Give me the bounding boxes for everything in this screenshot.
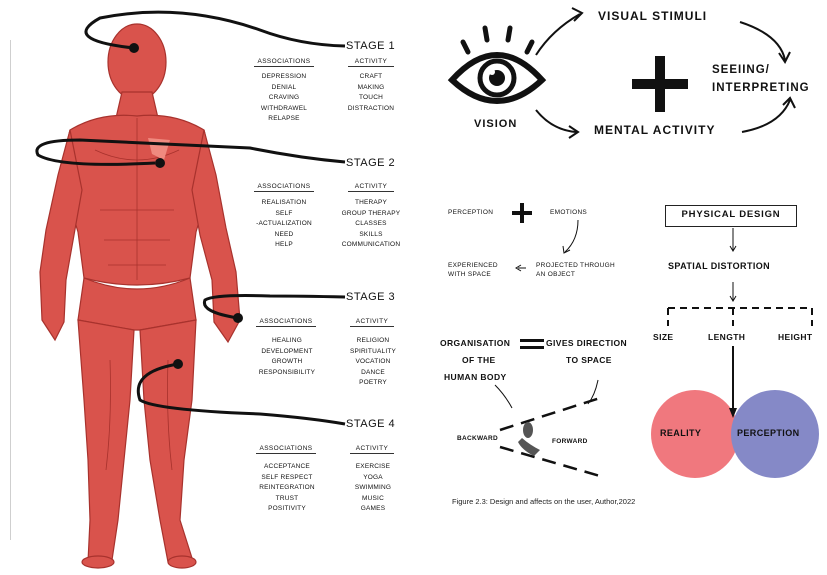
stage-1-assoc-head: ASSOCIATIONS bbox=[254, 58, 314, 67]
perception-label: PERCEPTION bbox=[737, 428, 800, 438]
backward-label: BACKWARD bbox=[457, 435, 498, 442]
list-item: DEPRESSION bbox=[250, 72, 318, 83]
equals-icon bbox=[520, 339, 544, 349]
plus-icon-small bbox=[512, 203, 532, 223]
stage-3-title: STAGE 3 bbox=[346, 291, 395, 303]
list-item: DANCE bbox=[342, 368, 404, 379]
list-item: RESPONSIBILITY bbox=[250, 368, 324, 379]
list-item: TOUCH bbox=[340, 93, 402, 104]
visual-stimuli-label: VISUAL STIMULI bbox=[598, 9, 707, 23]
list-item: POSITIVITY bbox=[250, 504, 324, 515]
stage-1-title: STAGE 1 bbox=[346, 40, 395, 52]
projected-label-2: AN OBJECT bbox=[536, 271, 575, 278]
list-item: CLASSES bbox=[332, 219, 410, 230]
direction-label-1: GIVES DIRECTION bbox=[546, 338, 627, 348]
stage-2-act-head: ACTIVITY bbox=[348, 183, 394, 192]
list-item: CRAVING bbox=[250, 93, 318, 104]
list-item: MUSIC bbox=[342, 494, 404, 505]
list-item: THERAPY bbox=[332, 198, 410, 209]
list-item: CRAFT bbox=[340, 72, 402, 83]
emotion-arrow bbox=[565, 220, 578, 252]
list-item: GROWTH bbox=[250, 357, 324, 368]
stage-2-associations: REALISATION SELF -ACTUALIZATION NEED HEL… bbox=[250, 198, 318, 251]
figure-caption: Figure 2.3: Design and affects on the us… bbox=[452, 497, 635, 506]
list-item: MAKING bbox=[340, 83, 402, 94]
distortion-branches bbox=[668, 308, 812, 326]
list-item: DEVELOPMENT bbox=[250, 347, 324, 358]
list-item: YOGA bbox=[342, 473, 404, 484]
projected-label-1: PROJECTED THROUGH bbox=[536, 262, 615, 269]
list-item: RELAPSE bbox=[250, 114, 318, 125]
list-item: POETRY bbox=[342, 378, 404, 389]
length-label: LENGTH bbox=[708, 332, 745, 342]
plus-icon-large bbox=[632, 56, 688, 112]
list-item: SPIRITUALITY bbox=[342, 347, 404, 358]
stage-1-associations: DEPRESSION DENIAL CRAVING WITHDRAWEL REL… bbox=[250, 72, 318, 125]
vision-label: VISION bbox=[474, 118, 517, 130]
list-item: TRUST bbox=[250, 494, 324, 505]
list-item: -ACTUALIZATION bbox=[250, 219, 318, 230]
list-item: SELF RESPECT bbox=[250, 473, 324, 484]
direction-label-2: TO SPACE bbox=[566, 355, 612, 365]
stage-2-title: STAGE 2 bbox=[346, 157, 395, 169]
forward-label: FORWARD bbox=[552, 438, 588, 445]
list-item: HEALING bbox=[250, 336, 324, 347]
organisation-label-3: HUMAN BODY bbox=[444, 372, 507, 382]
list-item: REINTEGRATION bbox=[250, 483, 324, 494]
stage-3-act-head: ACTIVITY bbox=[350, 318, 394, 327]
list-item: DISTRACTION bbox=[340, 104, 402, 115]
list-item: DENIAL bbox=[250, 83, 318, 94]
stage-1-activities: CRAFT MAKING TOUCH DISTRACTION bbox=[340, 72, 402, 114]
organisation-label-1: ORGANISATION bbox=[440, 338, 510, 348]
seeing-label: SEEIING/ bbox=[712, 64, 770, 76]
spatial-distortion-label: SPATIAL DISTORTION bbox=[668, 261, 770, 271]
emotions-label: EMOTIONS bbox=[550, 209, 587, 216]
list-item: SWIMMING bbox=[342, 483, 404, 494]
list-item: GAMES bbox=[342, 504, 404, 515]
stage-4-assoc-head: ASSOCIATIONS bbox=[256, 445, 316, 454]
experienced-label-1: EXPERIENCED bbox=[448, 262, 498, 269]
height-label: HEIGHT bbox=[778, 332, 813, 342]
eye-icon bbox=[452, 28, 542, 101]
list-item: WITHDRAWEL bbox=[250, 104, 318, 115]
reality-label: REALITY bbox=[660, 428, 701, 438]
size-label: SIZE bbox=[653, 332, 674, 342]
list-item: GROUP THERAPY bbox=[332, 209, 410, 220]
list-item: COMMUNICATION bbox=[332, 240, 410, 251]
stage-3-associations: HEALING DEVELOPMENT GROWTH RESPONSIBILIT… bbox=[250, 336, 324, 378]
experienced-label-2: WITH SPACE bbox=[448, 271, 491, 278]
list-item: SKILLS bbox=[332, 230, 410, 241]
stage-4-act-head: ACTIVITY bbox=[350, 445, 394, 454]
list-item: HELP bbox=[250, 240, 318, 251]
list-item: RELIGION bbox=[342, 336, 404, 347]
human-body-figure bbox=[40, 24, 240, 568]
stage-4-activities: EXERCISE YOGA SWIMMING MUSIC GAMES bbox=[342, 462, 404, 515]
organisation-label-2: OF THE bbox=[462, 355, 496, 365]
list-item: REALISATION bbox=[250, 198, 318, 209]
stage-2-assoc-head: ASSOCIATIONS bbox=[254, 183, 314, 192]
perception-small-label: PERCEPTION bbox=[448, 209, 493, 216]
interpreting-label: INTERPRETING bbox=[712, 82, 810, 94]
list-item: VOCATION bbox=[342, 357, 404, 368]
stage-4-title: STAGE 4 bbox=[346, 418, 395, 430]
mental-activity-label: MENTAL ACTIVITY bbox=[594, 123, 715, 137]
list-item: ACCEPTANCE bbox=[250, 462, 324, 473]
stage-3-activities: RELIGION SPIRITUALITY VOCATION DANCE POE… bbox=[342, 336, 404, 389]
stage-1-act-head: ACTIVITY bbox=[348, 58, 394, 67]
perspective-dashes bbox=[500, 398, 600, 476]
stage-2-activities: THERAPY GROUP THERAPY CLASSES SKILLS COM… bbox=[332, 198, 410, 251]
stage-3-assoc-head: ASSOCIATIONS bbox=[256, 318, 316, 327]
small-figure-icon bbox=[518, 422, 540, 456]
physical-design-box: PHYSICAL DESIGN bbox=[665, 205, 797, 227]
list-item: NEED bbox=[250, 230, 318, 241]
list-item: EXERCISE bbox=[342, 462, 404, 473]
list-item: SELF bbox=[250, 209, 318, 220]
stage-4-associations: ACCEPTANCE SELF RESPECT REINTEGRATION TR… bbox=[250, 462, 324, 515]
